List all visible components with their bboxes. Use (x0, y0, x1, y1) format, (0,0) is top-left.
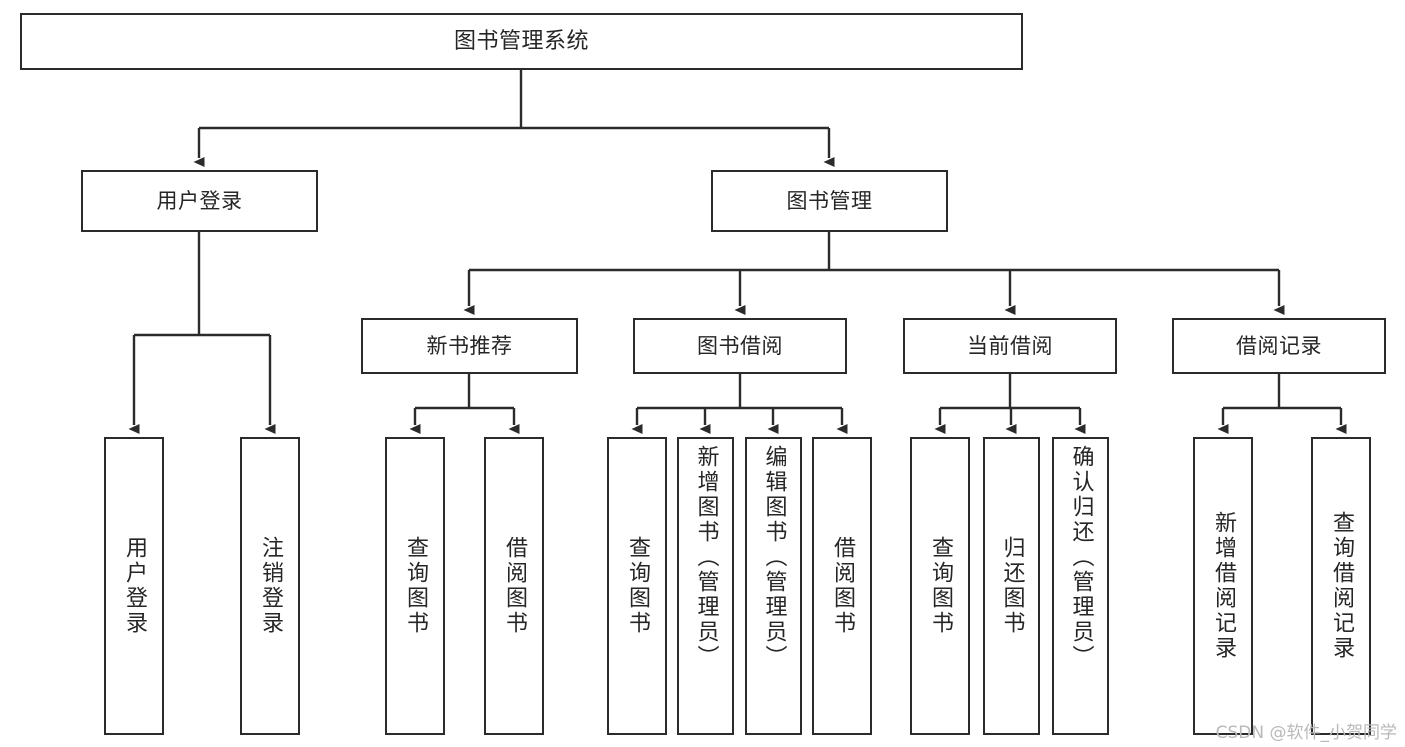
node-book-manage[interactable]: 图书管理 (711, 170, 948, 232)
node-leaf-user-logout[interactable]: 注销登录 (240, 437, 300, 735)
node-book-borrow-label: 图书借阅 (697, 333, 783, 358)
node-leaf-add-book[interactable]: 新增图书（管理员） (677, 437, 734, 735)
node-leaf-user-login-label: 用户登录 (122, 536, 147, 636)
node-leaf-query-book-1[interactable]: 查询图书 (385, 437, 445, 735)
node-leaf-return-book-label: 归还图书 (999, 536, 1025, 636)
node-leaf-return-book[interactable]: 归还图书 (983, 437, 1040, 735)
node-leaf-query-book-2[interactable]: 查询图书 (607, 437, 667, 735)
node-borrow-record-label: 借阅记录 (1236, 333, 1322, 358)
node-leaf-edit-book-label: 编辑图书（管理员） (761, 445, 787, 670)
node-root[interactable]: 图书管理系统 (20, 13, 1023, 70)
node-leaf-borrow-book-1[interactable]: 借阅图书 (484, 437, 544, 735)
node-leaf-query-record[interactable]: 查询借阅记录 (1311, 437, 1371, 735)
node-book-borrow[interactable]: 图书借阅 (633, 318, 847, 374)
node-leaf-add-record[interactable]: 新增借阅记录 (1193, 437, 1253, 735)
node-book-manage-label: 图书管理 (786, 188, 873, 213)
node-new-book-recommend-label: 新书推荐 (426, 333, 513, 358)
node-root-label: 图书管理系统 (453, 28, 589, 54)
node-user-login[interactable]: 用户登录 (81, 170, 318, 232)
node-current-borrow[interactable]: 当前借阅 (903, 318, 1117, 374)
csdn-watermark: CSDN @软件_小贺同学 (1215, 723, 1397, 743)
node-new-book-recommend[interactable]: 新书推荐 (361, 318, 578, 374)
node-current-borrow-label: 当前借阅 (967, 333, 1053, 358)
node-user-login-label: 用户登录 (156, 188, 243, 213)
node-leaf-query-book-1-label: 查询图书 (403, 536, 428, 636)
node-leaf-query-book-2-label: 查询图书 (625, 536, 650, 636)
node-leaf-edit-book[interactable]: 编辑图书（管理员） (745, 437, 802, 735)
node-leaf-borrow-book-2-label: 借阅图书 (830, 536, 855, 636)
node-leaf-confirm-return[interactable]: 确认归还（管理员） (1052, 437, 1109, 735)
node-borrow-record[interactable]: 借阅记录 (1172, 318, 1386, 374)
node-leaf-borrow-book-1-label: 借阅图书 (502, 536, 527, 636)
node-leaf-confirm-return-label: 确认归还（管理员） (1068, 445, 1094, 670)
node-leaf-borrow-book-2[interactable]: 借阅图书 (812, 437, 872, 735)
node-leaf-user-logout-label: 注销登录 (258, 536, 283, 636)
node-leaf-query-book-3-label: 查询图书 (928, 536, 953, 636)
node-leaf-query-record-label: 查询借阅记录 (1329, 511, 1354, 661)
node-leaf-user-login[interactable]: 用户登录 (104, 437, 164, 735)
node-leaf-add-record-label: 新增借阅记录 (1211, 511, 1236, 661)
node-leaf-add-book-label: 新增图书（管理员） (693, 445, 719, 670)
node-leaf-query-book-3[interactable]: 查询图书 (910, 437, 970, 735)
